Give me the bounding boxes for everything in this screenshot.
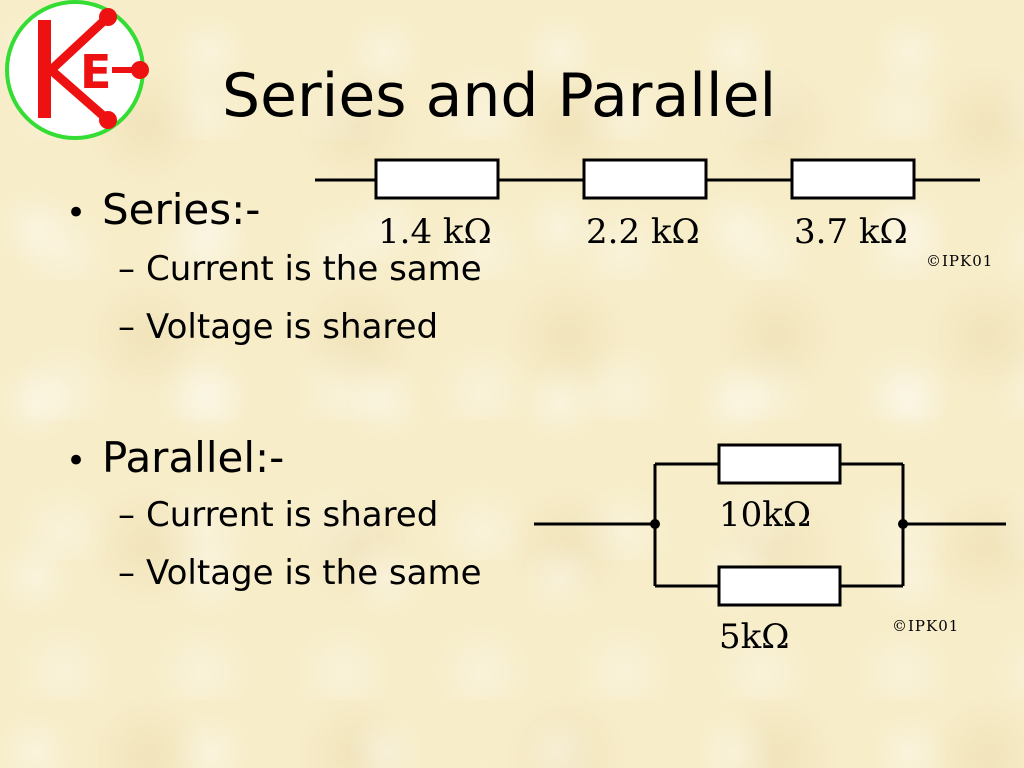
bullet-dot-icon: • [66, 441, 87, 481]
parallel-junction-right [898, 519, 908, 529]
series-resistor-2 [582, 158, 708, 200]
parallel-heading: Parallel:- [102, 433, 285, 482]
logo-k-stem [38, 20, 51, 118]
slide-title: Series and Parallel [222, 61, 777, 131]
parallel-resistor-top-label: 10kΩ [719, 495, 811, 535]
parallel-point-2: – Voltage is the same [118, 552, 482, 594]
parallel-circuit [534, 443, 1006, 607]
parallel-copyright: ©IPK01 [892, 617, 959, 635]
logo-node-top [99, 8, 117, 26]
series-resistor-1 [374, 158, 500, 200]
parallel-resistor-bottom-label: 5kΩ [719, 617, 789, 657]
parallel-point-text: Current is shared [146, 495, 439, 535]
logo-node-right [131, 61, 149, 79]
dash-icon: – [118, 307, 135, 347]
parallel-resistor-top [717, 443, 842, 485]
parallel-junction-left [650, 519, 660, 529]
bullet-dot-icon: • [66, 193, 87, 233]
series-point-text: Current is the same [146, 249, 482, 289]
series-bullet: • Series:- [66, 184, 260, 239]
ke-logo: KE E [5, 0, 149, 140]
series-copyright: ©IPK01 [926, 252, 993, 270]
dash-icon: – [118, 495, 135, 535]
series-resistor-3-label: 3.7 kΩ [794, 212, 908, 252]
parallel-bullet: • Parallel:- [66, 432, 284, 487]
logo-node-bottom [99, 111, 117, 129]
parallel-point-1: – Current is shared [118, 494, 438, 536]
series-heading: Series:- [102, 185, 261, 234]
dash-icon: – [118, 553, 135, 593]
series-circuit [315, 158, 980, 200]
parallel-resistor-bottom [717, 565, 842, 607]
dash-icon: – [118, 249, 135, 289]
parallel-point-text: Voltage is the same [146, 553, 482, 593]
series-point-text: Voltage is shared [146, 307, 439, 347]
logo-k-arm-upper [47, 13, 112, 74]
series-resistor-2-label: 2.2 kΩ [586, 212, 700, 252]
series-resistor-1-label: 1.4 kΩ [378, 212, 492, 252]
logo-k-arm-lower [48, 66, 111, 124]
series-point-1: – Current is the same [118, 248, 482, 290]
logo-letter-e: E [80, 45, 111, 99]
series-resistor-3 [790, 158, 916, 200]
series-point-2: – Voltage is shared [118, 306, 438, 348]
